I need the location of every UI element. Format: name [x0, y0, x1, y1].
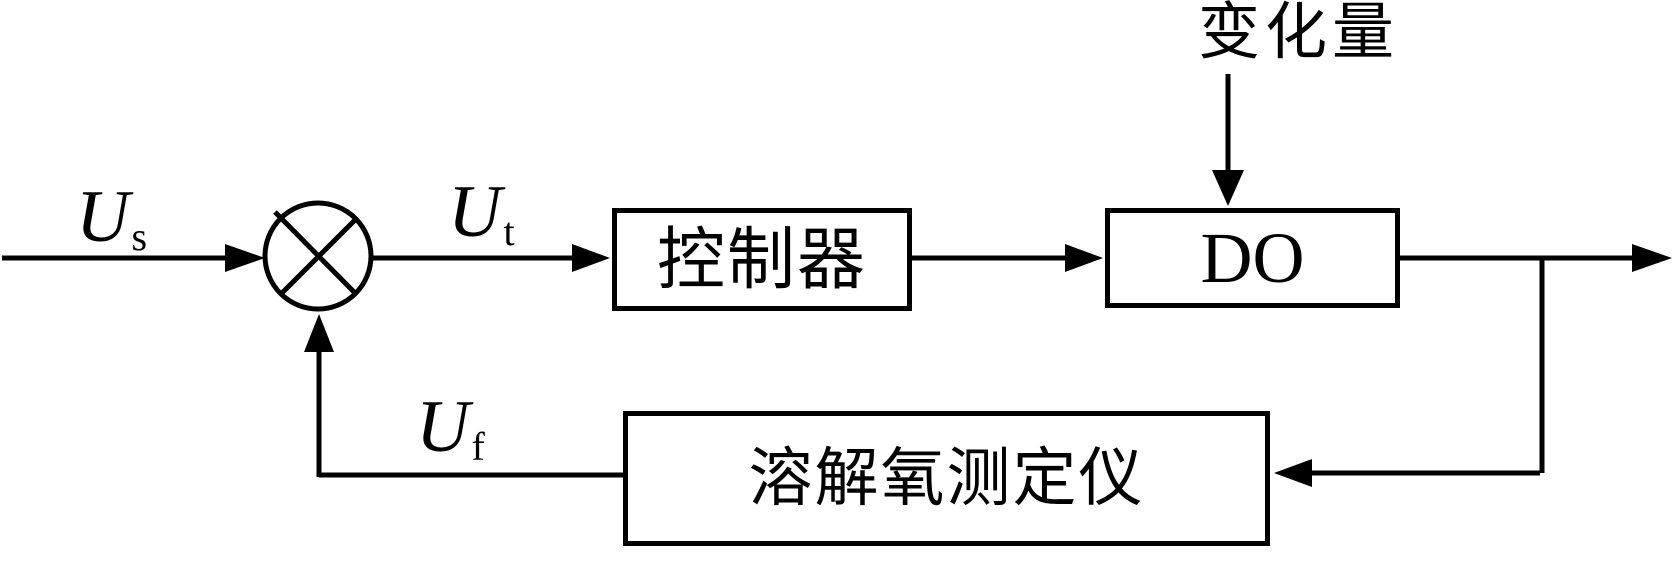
control-signal-label: Ut	[448, 175, 515, 252]
plant-do-label: DO	[1200, 218, 1305, 298]
plant-do-block: DO	[1105, 208, 1400, 308]
sensor-block: 溶解氧测定仪	[623, 411, 1270, 546]
setpoint-arrowhead-icon	[225, 244, 265, 272]
sum-junction-cross-nw-se	[273, 210, 358, 296]
sum-junction-cross-ne-sw	[279, 217, 358, 296]
controller-label: 控制器	[656, 221, 867, 298]
feedback-signal-sub: f	[471, 423, 485, 469]
error-arrowhead-icon	[572, 244, 610, 272]
control-signal-base: U	[448, 171, 502, 253]
output-arrowhead-icon	[1632, 244, 1672, 272]
feedback-signal-base: U	[416, 386, 470, 468]
controller-block: 控制器	[612, 208, 912, 311]
setpoint-signal-sub: s	[131, 213, 148, 259]
disturbance-label: 变化量	[1198, 0, 1400, 67]
feedback-signal-label: Uf	[416, 390, 485, 467]
sum-junction-symbol	[262, 200, 374, 312]
sensor-label: 溶解氧测定仪	[748, 442, 1145, 514]
plant-input-arrowhead-icon	[1065, 244, 1103, 272]
sensor-input-arrowhead-icon	[1274, 459, 1312, 487]
feedback-arrowhead-icon	[304, 314, 334, 352]
disturbance-arrowhead-icon	[1212, 170, 1244, 206]
setpoint-signal-base: U	[76, 176, 130, 258]
sum-junction-circle	[262, 200, 374, 312]
setpoint-signal-label: Us	[76, 180, 147, 257]
control-signal-sub: t	[503, 208, 515, 254]
